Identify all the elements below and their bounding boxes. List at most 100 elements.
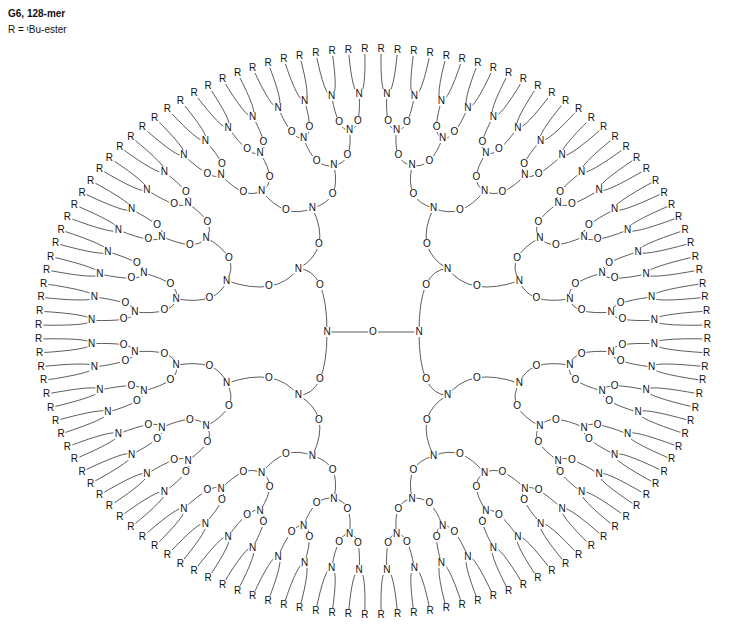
atom-label: O (343, 150, 353, 160)
bond-line (540, 419, 584, 427)
atom-label: O (618, 340, 628, 350)
atom-label: N (520, 484, 529, 494)
terminal-group: R (63, 212, 72, 222)
atom-label: N (410, 563, 419, 573)
atom-label: O (616, 298, 626, 308)
bond-line (611, 352, 651, 367)
terminal-group: R (409, 46, 418, 56)
terminal-group: R (204, 81, 213, 91)
atom-label: N (308, 451, 317, 461)
atom-label: O (494, 510, 504, 520)
terminal-group: R (311, 48, 320, 58)
terminal-group: R (458, 600, 467, 610)
terminal-group: R (295, 51, 304, 61)
atom-label: O (264, 281, 274, 291)
atom-label: N (201, 519, 210, 529)
terminal-group: R (39, 375, 48, 385)
atom-label: O (551, 240, 561, 250)
atom-label: N (565, 360, 574, 370)
terminal-group: R (176, 559, 185, 569)
atom-label: N (414, 327, 423, 337)
atom-label: N (300, 96, 309, 106)
atom-label: N (577, 167, 586, 177)
atom-label: N (142, 185, 151, 195)
atom-label: O (305, 122, 315, 132)
bond-line (41, 364, 94, 367)
atom-label: O (472, 281, 482, 291)
bond-line (448, 269, 520, 287)
atom-label: O (119, 314, 129, 324)
bond-line (615, 192, 664, 210)
atom-label: N (273, 552, 282, 562)
atom-label: N (579, 423, 588, 433)
atom-label: N (256, 506, 265, 516)
bond-line (627, 434, 671, 459)
bond-line (332, 568, 336, 613)
atom-label: N (429, 451, 438, 461)
terminal-group: R (163, 104, 172, 114)
bond-line (414, 53, 430, 96)
bond-line (654, 320, 707, 325)
atom-label: N (179, 504, 188, 514)
bond-line (94, 297, 134, 312)
terminal-group: R (115, 142, 124, 152)
atom-label: O (132, 396, 142, 406)
terminal-group: R (426, 48, 435, 58)
bond-line (237, 548, 254, 591)
atom-label: O (450, 127, 460, 137)
bond-line (387, 50, 398, 94)
terminal-group: R (473, 58, 482, 68)
bond-line (615, 454, 664, 472)
terminal-group: R (51, 238, 60, 248)
terminal-group: R (533, 573, 542, 583)
bond-line (599, 169, 646, 191)
atom-label: N (595, 185, 604, 195)
terminal-group: R (51, 416, 60, 426)
bond-line (519, 364, 569, 384)
terminal-group: R (651, 176, 660, 186)
terminal-group: R (360, 610, 369, 620)
bond-line (541, 109, 579, 141)
terminal-group: R (622, 512, 631, 522)
terminal-group: R (263, 58, 272, 68)
bond-line (40, 344, 92, 353)
bond-line (492, 548, 509, 591)
terminal-group: R (42, 389, 51, 399)
terminal-group: R (700, 292, 709, 302)
terminal-group: R (642, 164, 651, 174)
atom-label: O (185, 240, 195, 250)
atom-label: O (203, 217, 213, 227)
title: G6, 128-mer (8, 8, 65, 19)
bond-line (614, 455, 655, 484)
terminal-group: R (86, 479, 95, 489)
atom-label: N (202, 421, 211, 431)
bond-line (40, 311, 92, 320)
atom-label: O (551, 415, 561, 425)
atom-label: N (438, 133, 447, 143)
atom-label: N (224, 123, 233, 133)
bond-line (118, 230, 161, 240)
bond-line (51, 256, 100, 274)
atom-label: N (553, 456, 562, 466)
bond-line (298, 332, 327, 395)
atom-label: N (515, 378, 524, 388)
atom-label: O (287, 527, 297, 537)
bond-line (298, 269, 327, 332)
bond-line (540, 523, 566, 563)
atom-label: N (139, 268, 148, 278)
bond-line (646, 256, 695, 274)
atom-label: O (567, 199, 577, 209)
atom-label: O (534, 437, 544, 447)
terminal-group: R (547, 88, 556, 98)
bond-line (646, 388, 699, 394)
atom-label: O (567, 455, 577, 465)
atom-label: O (409, 189, 419, 199)
atom-label: N (114, 429, 123, 439)
terminal-group: R (95, 490, 104, 500)
atom-label: N (157, 232, 166, 242)
atom-label: O (421, 374, 431, 384)
terminal-group: R (189, 566, 198, 576)
atom-label: O (432, 532, 442, 542)
bond-line (419, 269, 448, 332)
